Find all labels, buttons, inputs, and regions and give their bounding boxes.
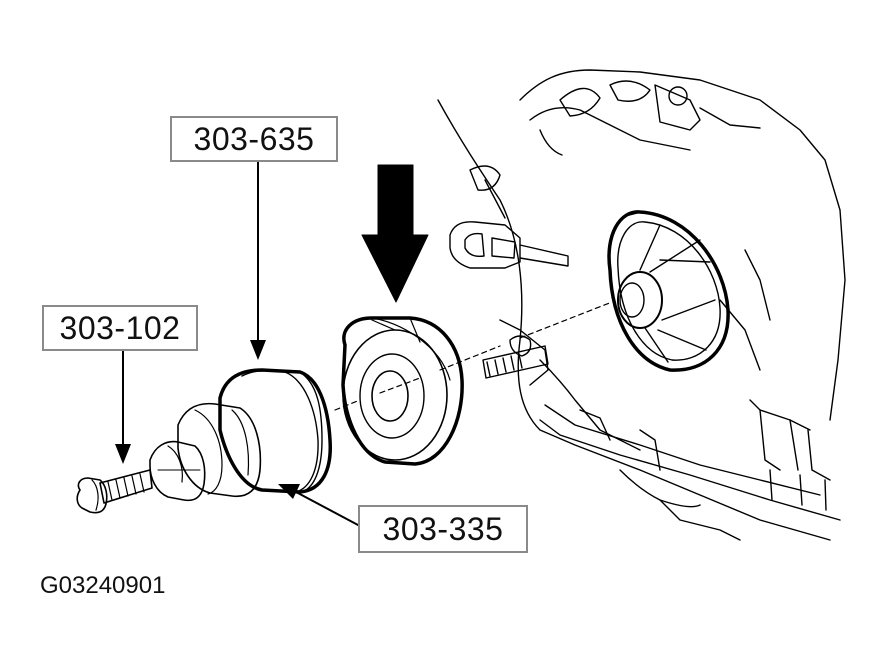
callout-303-102: 303-102 — [42, 305, 198, 351]
front-seal — [341, 316, 464, 466]
leader-lines — [122, 161, 359, 526]
arrowhead-303-102 — [115, 444, 131, 464]
arrowhead-303-335 — [278, 484, 300, 499]
figure-id: G03240901 — [40, 572, 166, 599]
engine-outline — [437, 69, 846, 541]
alignment-line — [334, 301, 613, 411]
installer-tool — [76, 368, 332, 514]
callout-303-635: 303-635 — [170, 116, 338, 162]
callout-303-335: 303-335 — [358, 505, 528, 553]
arrowhead-303-635 — [250, 340, 266, 360]
leader-303-335 — [295, 491, 359, 526]
install-direction-arrow — [361, 164, 429, 303]
engine-pulley — [607, 210, 730, 372]
